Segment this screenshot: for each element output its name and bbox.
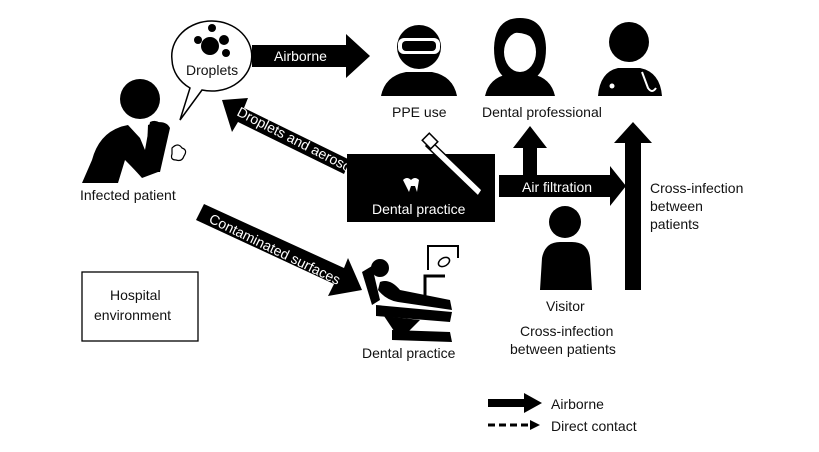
cross-infection-right-line2: between — [650, 198, 703, 214]
ppe-use-label: PPE use — [392, 104, 447, 120]
droplets-aerosols-arrow — [222, 98, 350, 174]
cross-infection-arrow — [614, 122, 652, 290]
ppe-user-icon — [381, 25, 457, 96]
dental-professional-label: Dental professional — [482, 104, 602, 120]
dental-practice-box-label: Dental practice — [372, 201, 466, 217]
legend-solid-arrow — [488, 393, 542, 413]
contaminated-surfaces-arrow — [196, 204, 362, 296]
hospital-environment-box — [81, 271, 199, 342]
air-filtration-arrow — [499, 126, 626, 206]
droplets-aerosols-label: Droplets and aerosols — [235, 103, 364, 179]
legend — [488, 393, 542, 430]
airborne-arrow-label: Airborne — [274, 48, 327, 64]
legend-airborne-label: Airborne — [551, 396, 604, 412]
airborne-arrow — [252, 34, 370, 78]
visitor-icon — [540, 206, 592, 290]
cross-infection-right-line3: patients — [650, 216, 699, 232]
hospital-environment-line1: Hospital — [110, 287, 161, 303]
visitor-cross-infection-line2: between patients — [510, 341, 616, 357]
visitor-cross-infection-line1: Cross-infection — [520, 323, 613, 339]
contaminated-surfaces-label: Contaminated surfaces — [207, 210, 343, 287]
dental-professional-icon — [485, 18, 555, 96]
dental-practice-box — [347, 132, 495, 222]
infected-patient-icon — [82, 79, 187, 183]
droplets-label: Droplets — [186, 62, 238, 78]
dental-chair-icon — [362, 245, 459, 342]
visitor-label: Visitor — [546, 298, 585, 314]
droplets-bubble — [171, 20, 253, 121]
legend-dashed-arrowhead — [530, 420, 540, 430]
air-filtration-label: Air filtration — [522, 179, 592, 195]
infected-patient-label: Infected patient — [80, 187, 176, 203]
dental-practice-chair-label: Dental practice — [362, 345, 456, 361]
cross-infection-right-line1: Cross-infection — [650, 180, 743, 196]
doctor-icon — [598, 22, 662, 96]
hospital-environment-line2: environment — [94, 307, 171, 323]
legend-direct-contact-label: Direct contact — [551, 418, 637, 434]
